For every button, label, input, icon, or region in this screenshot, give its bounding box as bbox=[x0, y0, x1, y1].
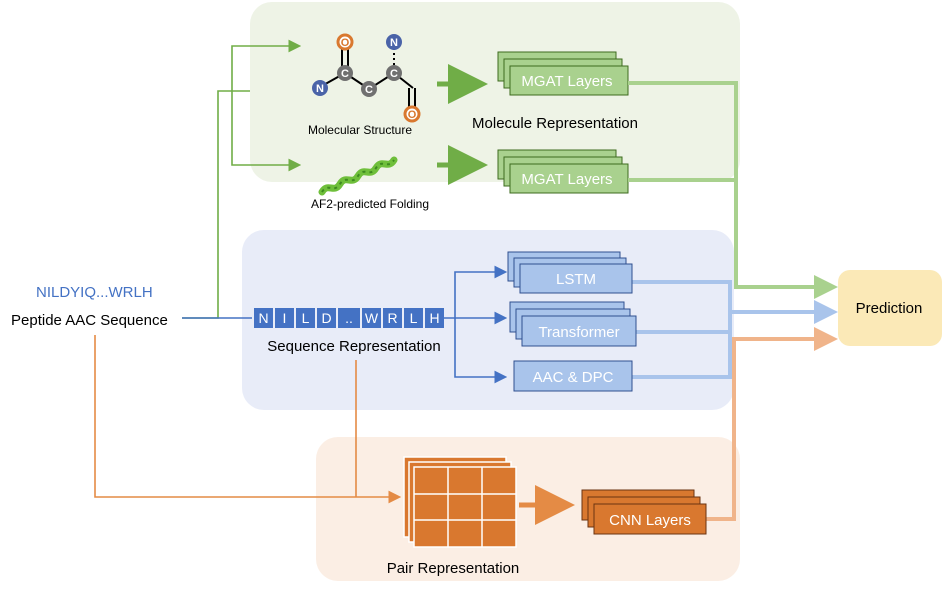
sequence-representation-label: Sequence Representation bbox=[267, 338, 440, 355]
sequence-token-cell bbox=[338, 308, 360, 328]
cnn-stack bbox=[581, 489, 707, 535]
green-connector bbox=[182, 90, 250, 319]
molecule-structure-graphic: O N N C C C O bbox=[312, 33, 421, 123]
green-connector-top bbox=[231, 39, 302, 91]
molecular-structure-label: Molecular Structure bbox=[308, 123, 412, 137]
pair-matrix-graphic bbox=[403, 456, 517, 548]
blue-branch bbox=[440, 265, 508, 319]
svg-text:N: N bbox=[316, 83, 324, 95]
orange-connector bbox=[94, 335, 402, 504]
prediction-label: Prediction bbox=[856, 300, 923, 317]
svg-text:O: O bbox=[341, 37, 350, 49]
blue-branch-low bbox=[454, 318, 508, 384]
helix-icon bbox=[318, 156, 398, 196]
transformer-stack bbox=[509, 301, 637, 347]
aac-dpc-box bbox=[513, 360, 633, 392]
molecule-panel bbox=[250, 2, 740, 182]
carbon-atom-1 bbox=[337, 65, 353, 81]
aac-dpc-label: AAC & DPC bbox=[533, 369, 614, 386]
pair-representation-label: Pair Representation bbox=[387, 560, 520, 577]
sequence-token: I bbox=[283, 310, 287, 326]
sequence-token-cell bbox=[404, 308, 423, 328]
input-label: Peptide AAC Sequence bbox=[11, 312, 168, 329]
oxygen-atom-bottom bbox=[403, 105, 421, 123]
blue-output-line-3 bbox=[632, 332, 732, 379]
sequence-token-cell bbox=[296, 308, 315, 328]
prediction-box bbox=[838, 270, 942, 346]
sequence-token: W bbox=[365, 310, 379, 326]
green-connector-bottom bbox=[231, 91, 302, 172]
green-output-line bbox=[628, 81, 838, 299]
cnn-label: CNN Layers bbox=[609, 512, 691, 529]
svg-text:C: C bbox=[341, 68, 349, 80]
blue-output-line bbox=[632, 280, 838, 324]
sequence-token: N bbox=[258, 310, 268, 326]
carbon-atom-3 bbox=[386, 65, 402, 81]
sequence-token: L bbox=[302, 310, 310, 326]
sequence-panel bbox=[242, 230, 734, 410]
svg-text:C: C bbox=[365, 84, 373, 96]
sequence-token: L bbox=[410, 310, 418, 326]
svg-text:O: O bbox=[408, 109, 417, 121]
lstm-label: LSTM bbox=[556, 271, 596, 288]
oxygen-atom-top bbox=[336, 33, 354, 51]
svg-text:C: C bbox=[390, 68, 398, 80]
svg-text:N: N bbox=[390, 37, 398, 49]
sequence-token-cell bbox=[254, 308, 273, 328]
af2-folding-label: AF2-predicted Folding bbox=[311, 197, 429, 211]
transformer-label: Transformer bbox=[538, 324, 619, 341]
mgat-label-bottom: MGAT Layers bbox=[521, 171, 612, 188]
mgat-stack-top bbox=[497, 51, 629, 96]
sequence-token: R bbox=[387, 310, 397, 326]
sequence-token-cell bbox=[425, 308, 444, 328]
nitrogen-atom-left bbox=[312, 80, 328, 96]
mgat-stack-bottom bbox=[497, 149, 629, 194]
nitrogen-atom-top bbox=[386, 34, 402, 50]
sequence-token-cell bbox=[317, 308, 336, 328]
orange-output-line bbox=[706, 327, 838, 521]
sequence-token: D bbox=[321, 310, 331, 326]
molecule-representation-label: Molecule Representation bbox=[472, 115, 638, 132]
sequence-token: H bbox=[429, 310, 439, 326]
sequence-example: NILDYIQ...WRLH bbox=[36, 284, 153, 301]
sequence-token-cell bbox=[362, 308, 381, 328]
sequence-token-cell bbox=[275, 308, 294, 328]
sequence-token-cell bbox=[383, 308, 402, 328]
sequence-token: .. bbox=[345, 310, 353, 326]
mgat-label-top: MGAT Layers bbox=[521, 73, 612, 90]
carbon-atom-2 bbox=[361, 81, 377, 97]
lstm-stack bbox=[507, 251, 633, 294]
